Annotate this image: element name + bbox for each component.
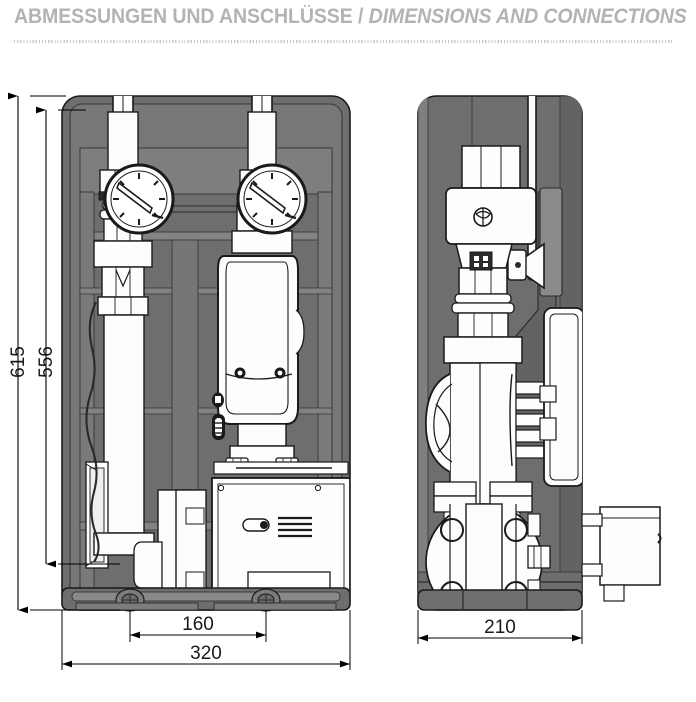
header-divider (14, 40, 672, 43)
pump-motor-housing (212, 255, 305, 440)
external-terminal-box (581, 506, 662, 602)
page-header: ABMESSUNGEN UND ANSCHLÜSSE / DIMENSIONS … (0, 0, 696, 52)
drawing-canvas: 615 556 160 320 210 (0, 52, 696, 702)
thermometer-gauge-right (236, 163, 308, 235)
dimension-depth-overall: 210 (484, 617, 516, 638)
dimension-annotations (8, 92, 583, 670)
dimension-height-overall: 615 (8, 346, 29, 378)
thermometer-gauge-left (103, 163, 175, 235)
dimension-width-overall: 320 (190, 643, 222, 664)
dimension-width-mounting: 160 (182, 614, 214, 635)
pump-side-profile (425, 307, 582, 487)
page-title-separator: / (352, 5, 369, 28)
page-title-en: DIMENSIONS AND CONNECTIONS (368, 5, 687, 28)
dimension-height-inner: 556 (36, 346, 57, 378)
side-view-drawing (417, 95, 662, 611)
page-title-de: ABMESSUNGEN UND ANSCHLÜSSE (14, 5, 353, 28)
page-title: ABMESSUNGEN UND ANSCHLÜSSE / DIMENSIONS … (14, 4, 687, 30)
front-view-drawing (61, 95, 351, 612)
